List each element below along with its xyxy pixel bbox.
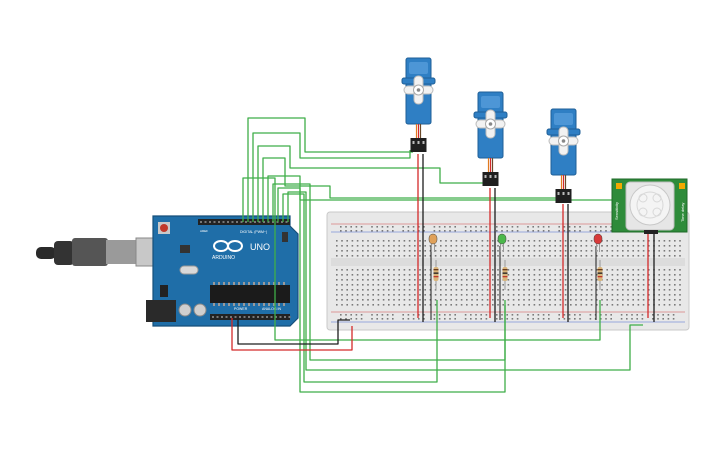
servo-connector	[410, 138, 427, 152]
board-brand: ARDUINO	[212, 255, 235, 261]
power-pins-label: POWER	[234, 307, 248, 311]
wire-servo1-signal	[247, 117, 413, 222]
pir-time-delay-label: Time delay	[680, 203, 685, 222]
wire-led3	[242, 177, 601, 341]
board-model: UNO	[250, 242, 270, 252]
servo-motor[interactable]	[473, 91, 508, 186]
led[interactable]	[593, 233, 603, 252]
servo-connector	[555, 189, 572, 203]
led[interactable]	[428, 233, 438, 252]
aref-label: AREF	[200, 229, 208, 233]
analog-pins-label: ANALOG IN	[262, 307, 282, 311]
wire-led1	[282, 193, 438, 383]
wire-servo1-extra	[252, 132, 411, 222]
led[interactable]	[497, 233, 507, 252]
wire-servo3-signal	[262, 157, 559, 222]
pir-sensitivity-label: Sensitivity	[614, 202, 619, 220]
atmega-chip	[210, 285, 290, 303]
servo-connector	[482, 172, 499, 186]
servo-motor[interactable]	[546, 108, 581, 203]
wire-5v	[231, 318, 353, 351]
servo-motor[interactable]	[401, 57, 436, 152]
wires	[231, 117, 655, 393]
wire-pir-signal	[267, 175, 612, 222]
arduino-logo	[213, 240, 243, 252]
wire-pir-out	[287, 191, 643, 371]
resistor[interactable]	[597, 260, 603, 290]
wire-led2-b	[277, 187, 506, 393]
digital-pins-label: DIGITAL (PWM~)	[240, 230, 267, 234]
reset-button	[160, 224, 168, 232]
pir-sensor[interactable]: Sensitivity Time delay	[611, 178, 688, 234]
usb-cable	[36, 237, 157, 267]
resistor[interactable]	[433, 260, 439, 290]
wire-gnd	[237, 318, 350, 345]
arduino-uno-board[interactable]: UNO ARDUINO DIGITAL (PWM~) POWER ANALOG …	[36, 215, 299, 327]
wire-servo2-signal	[257, 145, 485, 222]
resistor[interactable]	[502, 260, 508, 290]
